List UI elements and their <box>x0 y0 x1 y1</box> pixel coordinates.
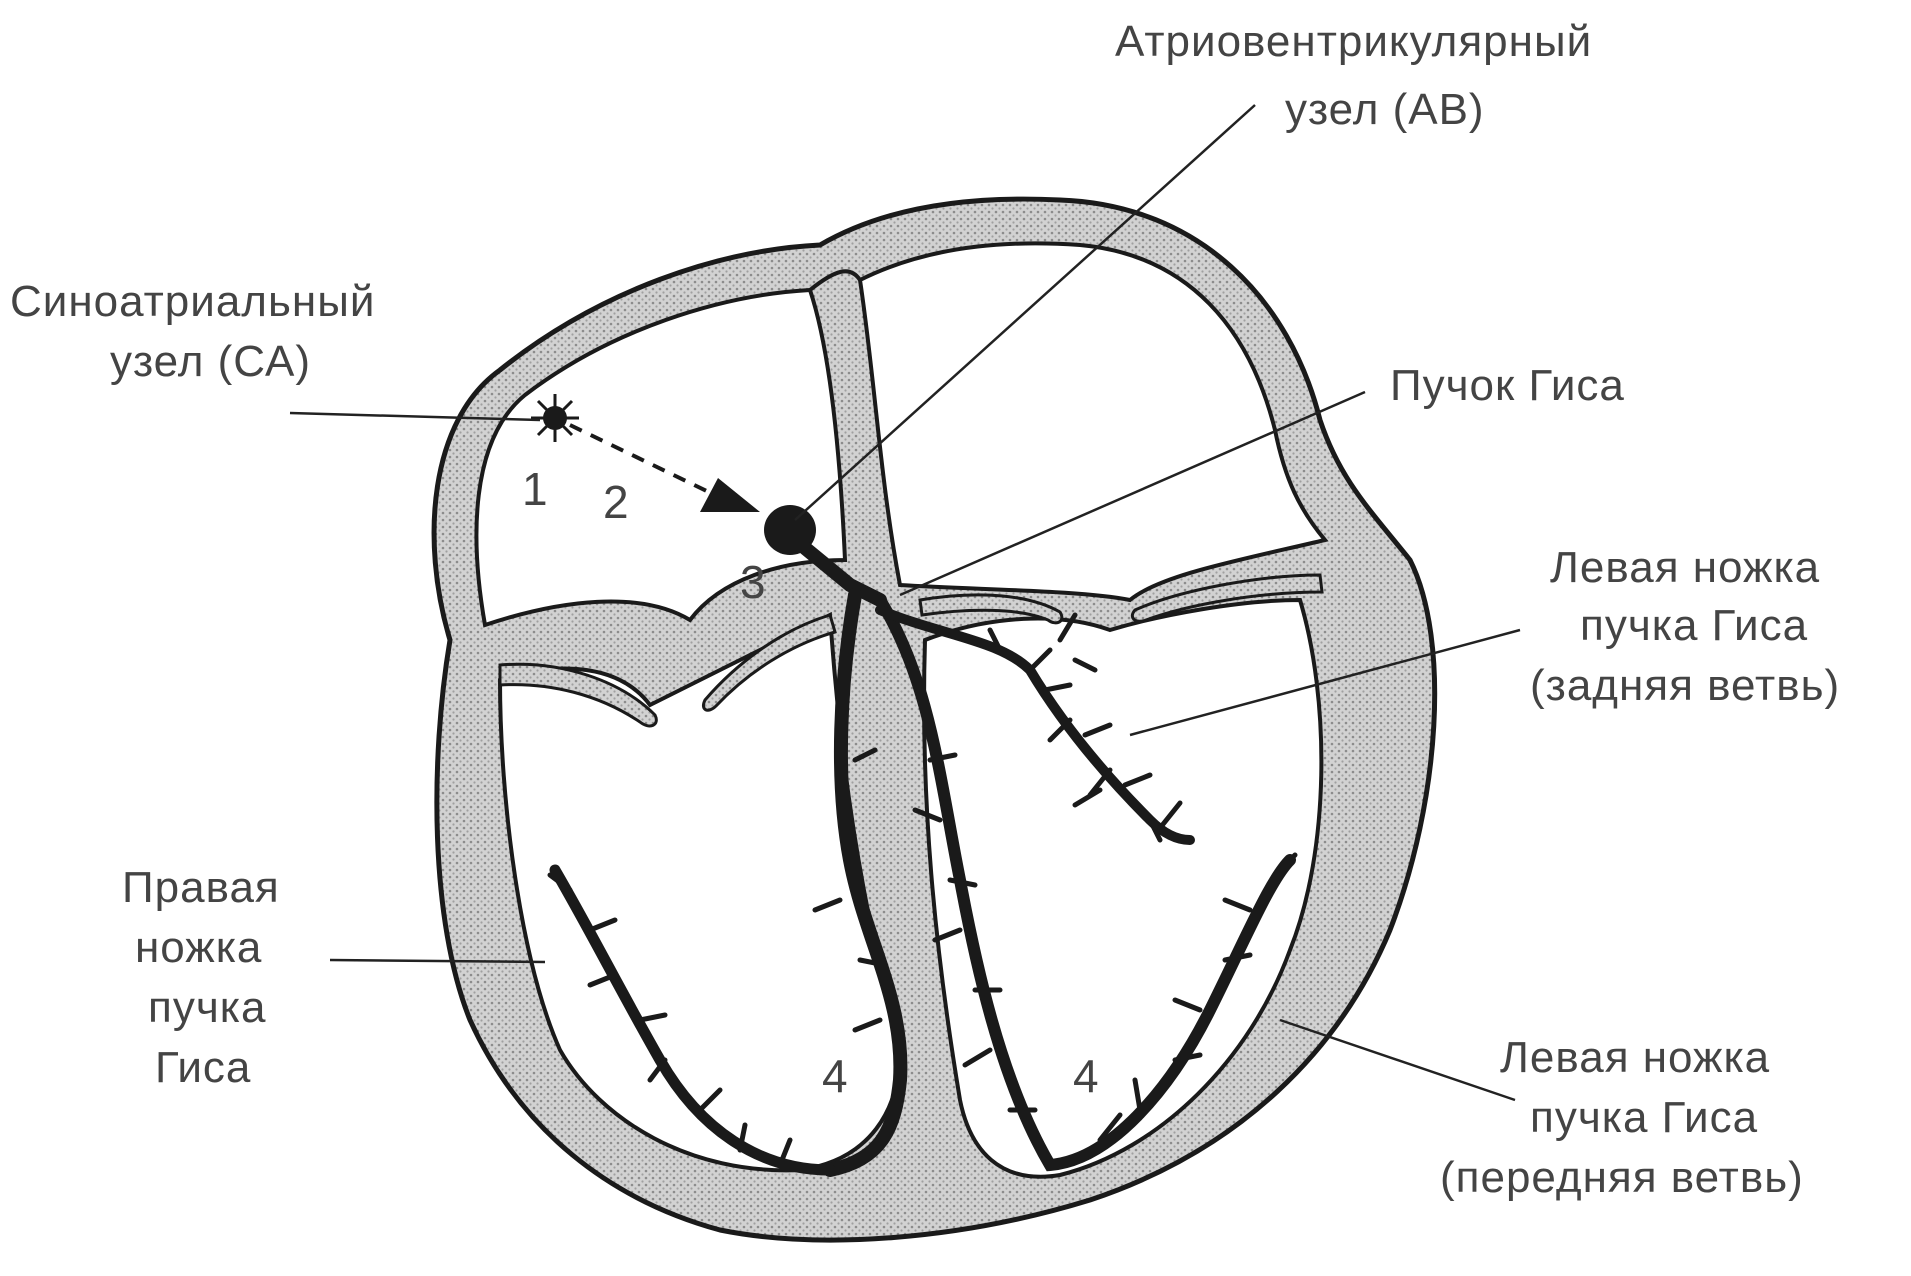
label-left-anterior-line3: (передняя ветвь) <box>1440 1153 1804 1202</box>
step-number-2: 2 <box>603 476 629 528</box>
label-sa-node-line2: узел (СА) <box>110 337 311 386</box>
label-right-bundle-line2: ножка <box>135 923 262 972</box>
label-left-anterior-line2: пучка Гиса <box>1530 1093 1758 1142</box>
sa-node-icon <box>531 394 579 442</box>
step-number-1: 1 <box>522 463 548 515</box>
step-number-3: 3 <box>740 556 766 608</box>
label-left-posterior-line1: Левая ножка <box>1550 543 1820 592</box>
label-right-bundle-line4: Гиса <box>155 1043 251 1092</box>
label-right-bundle-line1: Правая <box>122 863 280 912</box>
label-left-posterior-line2: пучка Гиса <box>1580 601 1808 650</box>
step-number-4-left: 4 <box>1073 1050 1099 1102</box>
label-av-node-line1: Атриовентрикулярный <box>1115 17 1592 66</box>
step-number-4-right: 4 <box>822 1050 848 1102</box>
label-sa-node-line1: Синоатриальный <box>10 277 375 326</box>
label-right-bundle-line3: пучка <box>148 983 266 1032</box>
label-left-anterior-line1: Левая ножка <box>1500 1033 1770 1082</box>
label-left-posterior-line3: (задняя ветвь) <box>1530 661 1840 710</box>
label-av-node-line2: узел (АВ) <box>1285 85 1485 134</box>
label-his-bundle: Пучок Гиса <box>1390 361 1625 410</box>
